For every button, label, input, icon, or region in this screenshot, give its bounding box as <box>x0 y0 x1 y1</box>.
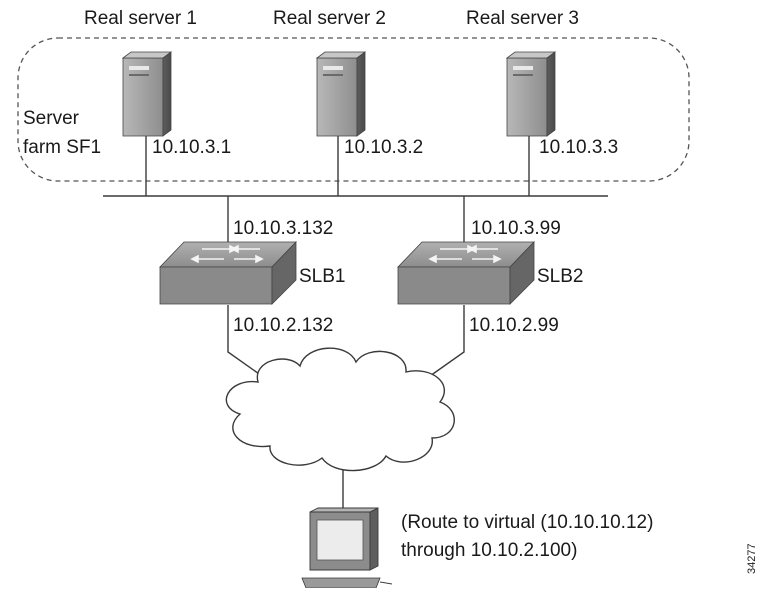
client-route-note-line2: through 10.10.2.100) <box>401 540 578 561</box>
server-icon <box>505 51 557 137</box>
server-label: Real server 2 <box>273 8 386 29</box>
server-icon <box>315 51 367 137</box>
slb-name: SLB1 <box>299 266 346 287</box>
slb-top-ip: 10.10.3.99 <box>471 218 561 239</box>
server-label: Real server 3 <box>466 8 579 29</box>
slb-top-ip: 10.10.3.132 <box>233 218 334 239</box>
link-slb2-cloud <box>429 305 465 377</box>
link-slb1-cloud <box>227 305 263 377</box>
server-icon <box>121 51 173 137</box>
server-ip: 10.10.3.1 <box>152 137 232 158</box>
switch-icon <box>159 241 297 305</box>
slb-name: SLB2 <box>537 266 584 287</box>
workstation-icon <box>301 507 393 589</box>
server-ip: 10.10.3.3 <box>539 137 619 158</box>
server-farm-label-line1: Server <box>23 108 79 129</box>
slb-bottom-ip: 10.10.2.132 <box>233 315 334 336</box>
server-farm-label-line2: farm SF1 <box>23 137 102 158</box>
cloud-icon <box>225 347 455 472</box>
figure-id: 34277 <box>746 543 758 574</box>
server-ip: 10.10.3.2 <box>344 137 424 158</box>
client-route-note-line1: (Route to virtual (10.10.10.12) <box>401 512 654 533</box>
server-label: Real server 1 <box>84 8 197 29</box>
switch-icon <box>397 241 535 305</box>
slb-bottom-ip: 10.10.2.99 <box>469 315 559 336</box>
server-farm-boundary <box>17 37 690 182</box>
